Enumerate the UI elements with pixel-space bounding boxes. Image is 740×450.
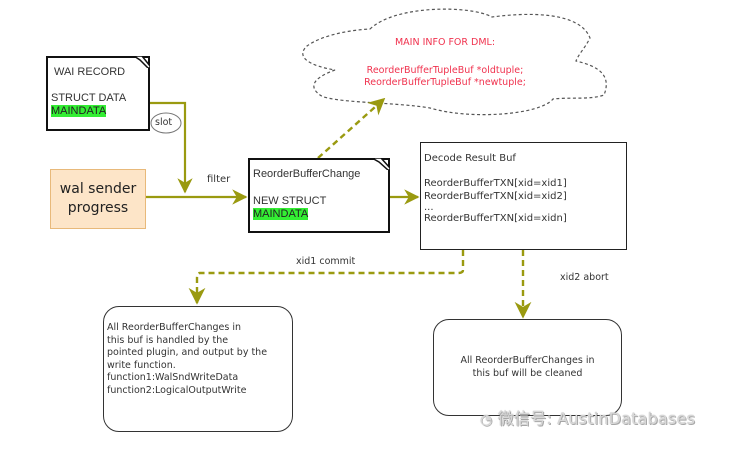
reorder-buffer-change-note: ReorderBufferChange NEW STRUCT MAINDATA	[248, 158, 390, 233]
commit-box-line: All ReorderBufferChanges in	[107, 322, 241, 333]
commit-arrow	[188, 250, 465, 305]
watermark-text: 微信号: AustinDatabases	[497, 409, 696, 428]
reorder-change-maindata: MAINDATA	[253, 208, 309, 220]
wal-record-title: WAI RECORD	[54, 66, 126, 78]
commit-box-line: function2:LogicalOutputWrite	[107, 384, 247, 396]
slot-connector	[149, 101, 193, 194]
cloud-oldtuple: ReorderBufferTupleBuf *oldtuple;	[366, 65, 524, 76]
wal-sender-progress: wal sender progress	[50, 169, 146, 229]
wal-sender-line2: progress	[67, 200, 129, 216]
abort-result-box: All ReorderBufferChanges in this buf wil…	[433, 319, 622, 416]
abort-label: xid2 abort	[560, 272, 609, 283]
change-to-cloud-arrow	[317, 97, 386, 159]
commit-box-line: function1:WalSndWriteData	[107, 372, 239, 383]
reorder-change-title: ReorderBufferChange	[253, 168, 361, 180]
reorder-change-new-struct: NEW STRUCT	[253, 195, 327, 207]
abort-box-line: All ReorderBufferChanges in	[460, 355, 595, 366]
decode-result-buf: Decode Result Buf ReorderBufferTXN[xid=x…	[420, 142, 627, 250]
decode-buf-item: ReorderBufferTXN[xid=xid2]	[424, 191, 567, 202]
decode-buf-item: ReorderBufferTXN[xid=xid1]	[424, 178, 567, 189]
slot-ellipse	[150, 112, 182, 134]
decode-buf-item: ReorderBufferTXN[xid=xidn]	[424, 213, 567, 224]
slot-label: slot	[155, 117, 173, 128]
commit-box-line: this buf is handled by the	[107, 334, 229, 346]
commit-label: xid1 commit	[296, 256, 356, 267]
commit-box-line: pointed plugin, and output by the	[107, 347, 268, 358]
wal-sender-line1: wal sender	[59, 181, 137, 197]
commit-box-line: write function.	[107, 359, 176, 371]
decode-buf-title: Decode Result Buf	[424, 153, 516, 164]
folded-corner-icon	[372, 158, 390, 170]
filter-label: filter	[207, 174, 231, 185]
wal-record-maindata: MAINDATA	[51, 105, 107, 117]
wechat-watermark: ◔ 微信号: AustinDatabases	[480, 405, 695, 429]
folded-corner-icon	[134, 56, 150, 68]
abort-box-line: this buf will be cleaned	[472, 367, 583, 379]
dml-info-cloud	[302, 8, 607, 116]
wal-record-struct-data: STRUCT DATA	[51, 92, 127, 104]
cloud-title: MAIN INFO FOR DML:	[394, 37, 496, 48]
commit-result-box: All ReorderBufferChanges in this buf is …	[103, 306, 293, 432]
cloud-newtuple: ReorderBufferTupleBuf *newtuple;	[364, 77, 526, 88]
wechat-icon: ◔	[480, 412, 493, 428]
decode-buf-item: ...	[424, 202, 434, 213]
wal-record-note: WAI RECORD STRUCT DATA MAINDATA	[46, 56, 150, 131]
